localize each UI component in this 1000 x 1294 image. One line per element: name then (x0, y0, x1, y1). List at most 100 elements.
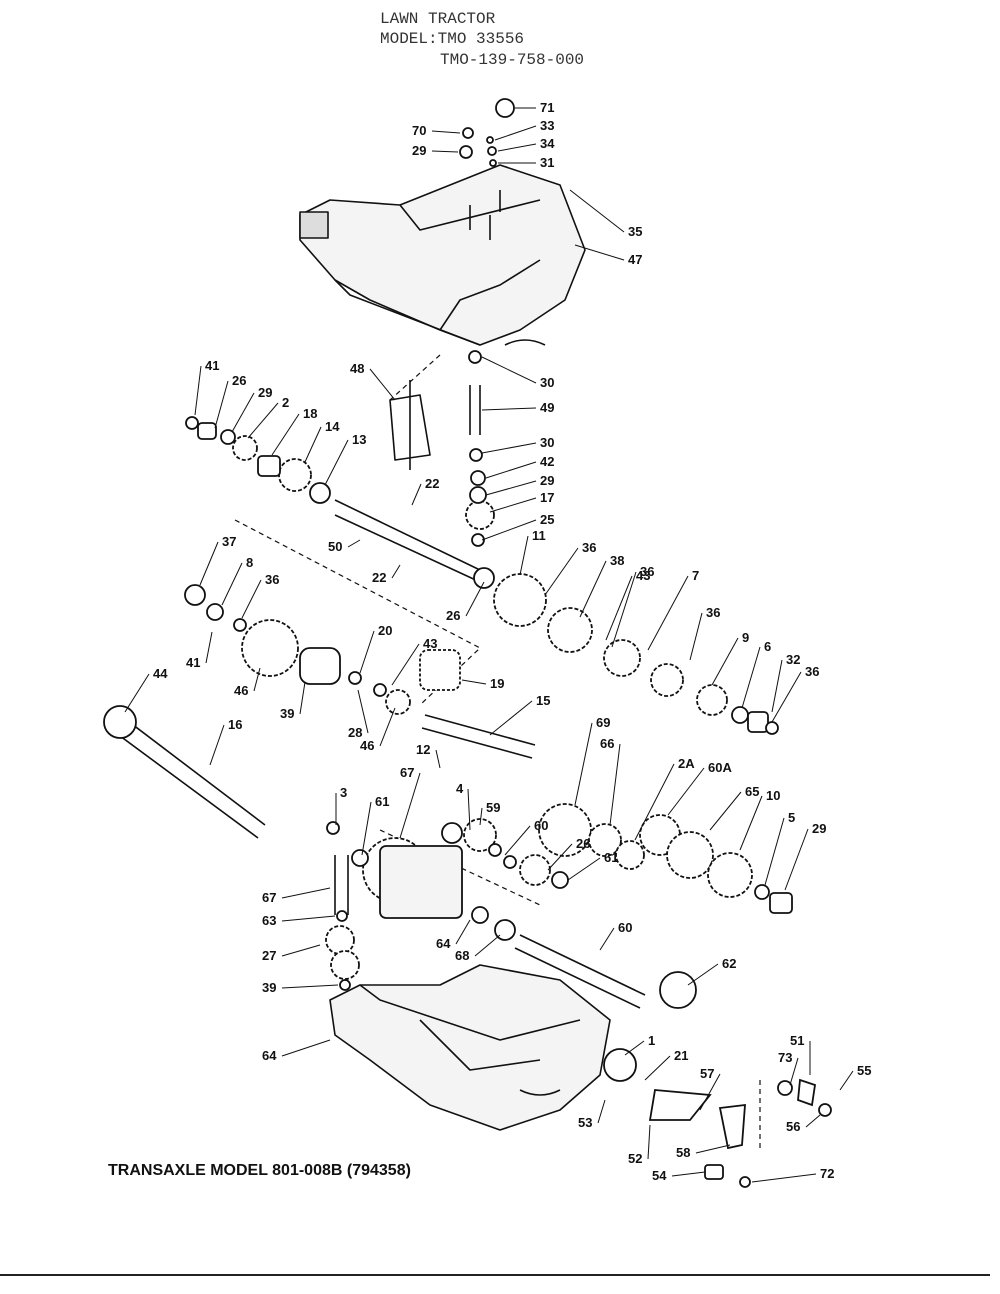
callout-label-62: 62 (722, 956, 736, 971)
callout-label-36: 36 (582, 540, 596, 555)
bushing-43-a (233, 618, 247, 632)
gear-17 (465, 500, 495, 530)
leader-line-26 (214, 380, 229, 429)
leader-line-39 (299, 681, 306, 715)
leader-lines (124, 107, 854, 1183)
callout-label-29: 29 (412, 143, 426, 158)
leader-line-57 (699, 1073, 721, 1111)
leader-line-26 (547, 843, 573, 871)
differential-carrier (379, 845, 463, 919)
washer-29-top (459, 145, 473, 159)
washer-29-mid (469, 486, 487, 504)
leader-line-60 (599, 927, 615, 951)
leader-line-63 (281, 915, 336, 922)
clip-60a (326, 821, 340, 835)
callout-label-46: 46 (360, 738, 374, 753)
transaxle-model-title: TRANSAXLE MODEL 801-008B (794358) (108, 1162, 411, 1179)
callout-label-36: 36 (805, 664, 819, 679)
leader-line-67 (399, 772, 421, 839)
leader-line-13 (324, 439, 349, 486)
callout-label-71: 71 (540, 100, 554, 115)
leader-line-60 (504, 825, 531, 856)
leader-line-38 (579, 560, 607, 618)
callout-label-41: 41 (186, 655, 200, 670)
ring-70 (462, 127, 474, 139)
gear-6 (696, 684, 728, 716)
leader-line-70 (431, 130, 461, 134)
leader-line-14 (304, 426, 322, 463)
callout-label-60: 60 (534, 818, 548, 833)
leader-line-50 (347, 539, 361, 548)
callout-label-4: 4 (456, 781, 464, 796)
callout-label-26: 26 (232, 373, 246, 388)
ring-41-right (765, 721, 779, 735)
callout-label-39: 39 (262, 980, 276, 995)
leader-line-35 (569, 189, 625, 233)
gear-61-b (519, 854, 551, 886)
bushing-60-a (351, 849, 369, 867)
leader-line-32 (771, 659, 783, 713)
leader-line-65 (709, 791, 742, 831)
callout-label-2a: 2A (678, 756, 695, 771)
callout-label-2: 2 (282, 395, 289, 410)
leader-line-59 (479, 807, 483, 826)
leader-line-34 (497, 143, 537, 152)
leader-line-52 (647, 1124, 651, 1160)
callout-label-54: 54 (652, 1168, 667, 1183)
leader-line-4 (467, 788, 471, 831)
bushing-30-a (468, 350, 482, 364)
nut-54 (818, 1103, 832, 1117)
washer-38 (206, 603, 224, 621)
callout-label-26: 26 (446, 608, 460, 623)
leader-line-2 (247, 402, 279, 439)
gear-8 (547, 607, 593, 653)
callout-label-70: 70 (412, 123, 426, 138)
callout-label-44: 44 (153, 666, 168, 681)
gear-9 (650, 663, 684, 697)
leader-line-20 (359, 630, 375, 674)
gear-12 (538, 803, 592, 857)
callout-label-36: 36 (706, 605, 720, 620)
lower-housing (329, 964, 611, 1131)
gear-5 (707, 852, 753, 898)
leader-line-37 (199, 541, 219, 586)
bushing-43-b (348, 671, 362, 685)
callout-label-9: 9 (742, 630, 749, 645)
callout-label-30: 30 (540, 375, 554, 390)
leader-line-47 (574, 244, 625, 261)
leader-line-9 (711, 637, 739, 686)
bearing-39-upper (103, 705, 137, 739)
ring-25 (471, 533, 485, 547)
bushing-26-right (747, 711, 769, 733)
washer-44 (373, 683, 387, 697)
leader-line-72 (751, 1173, 817, 1183)
callout-label-43: 43 (636, 568, 650, 583)
leader-line-64 (455, 919, 471, 945)
leader-line-69 (574, 722, 593, 806)
callout-label-57: 57 (700, 1066, 714, 1081)
leader-line-62 (687, 963, 719, 986)
callout-label-15: 15 (536, 693, 550, 708)
leader-line-29 (231, 392, 255, 433)
callout-label-27: 27 (262, 948, 276, 963)
callout-label-16: 16 (228, 717, 242, 732)
callout-label-65: 65 (745, 784, 759, 799)
callout-label-32: 32 (786, 652, 800, 667)
gear-20 (241, 619, 299, 677)
callout-label-11: 11 (532, 528, 546, 543)
callout-label-61: 61 (604, 850, 618, 865)
part-34 (487, 146, 497, 156)
gear-2 (232, 435, 258, 461)
callout-label-55: 55 (857, 1063, 871, 1078)
bottom-rule (0, 1274, 990, 1276)
leader-line-58 (695, 1144, 731, 1154)
gear-61-a (463, 818, 497, 852)
callout-label-60: 60 (618, 920, 632, 935)
callout-label-28: 28 (348, 725, 362, 740)
callout-label-22: 22 (372, 570, 386, 585)
leader-line-39 (281, 984, 339, 989)
leader-line-28 (357, 689, 369, 734)
leader-line-46 (253, 667, 261, 692)
callout-label-13: 13 (352, 432, 366, 447)
